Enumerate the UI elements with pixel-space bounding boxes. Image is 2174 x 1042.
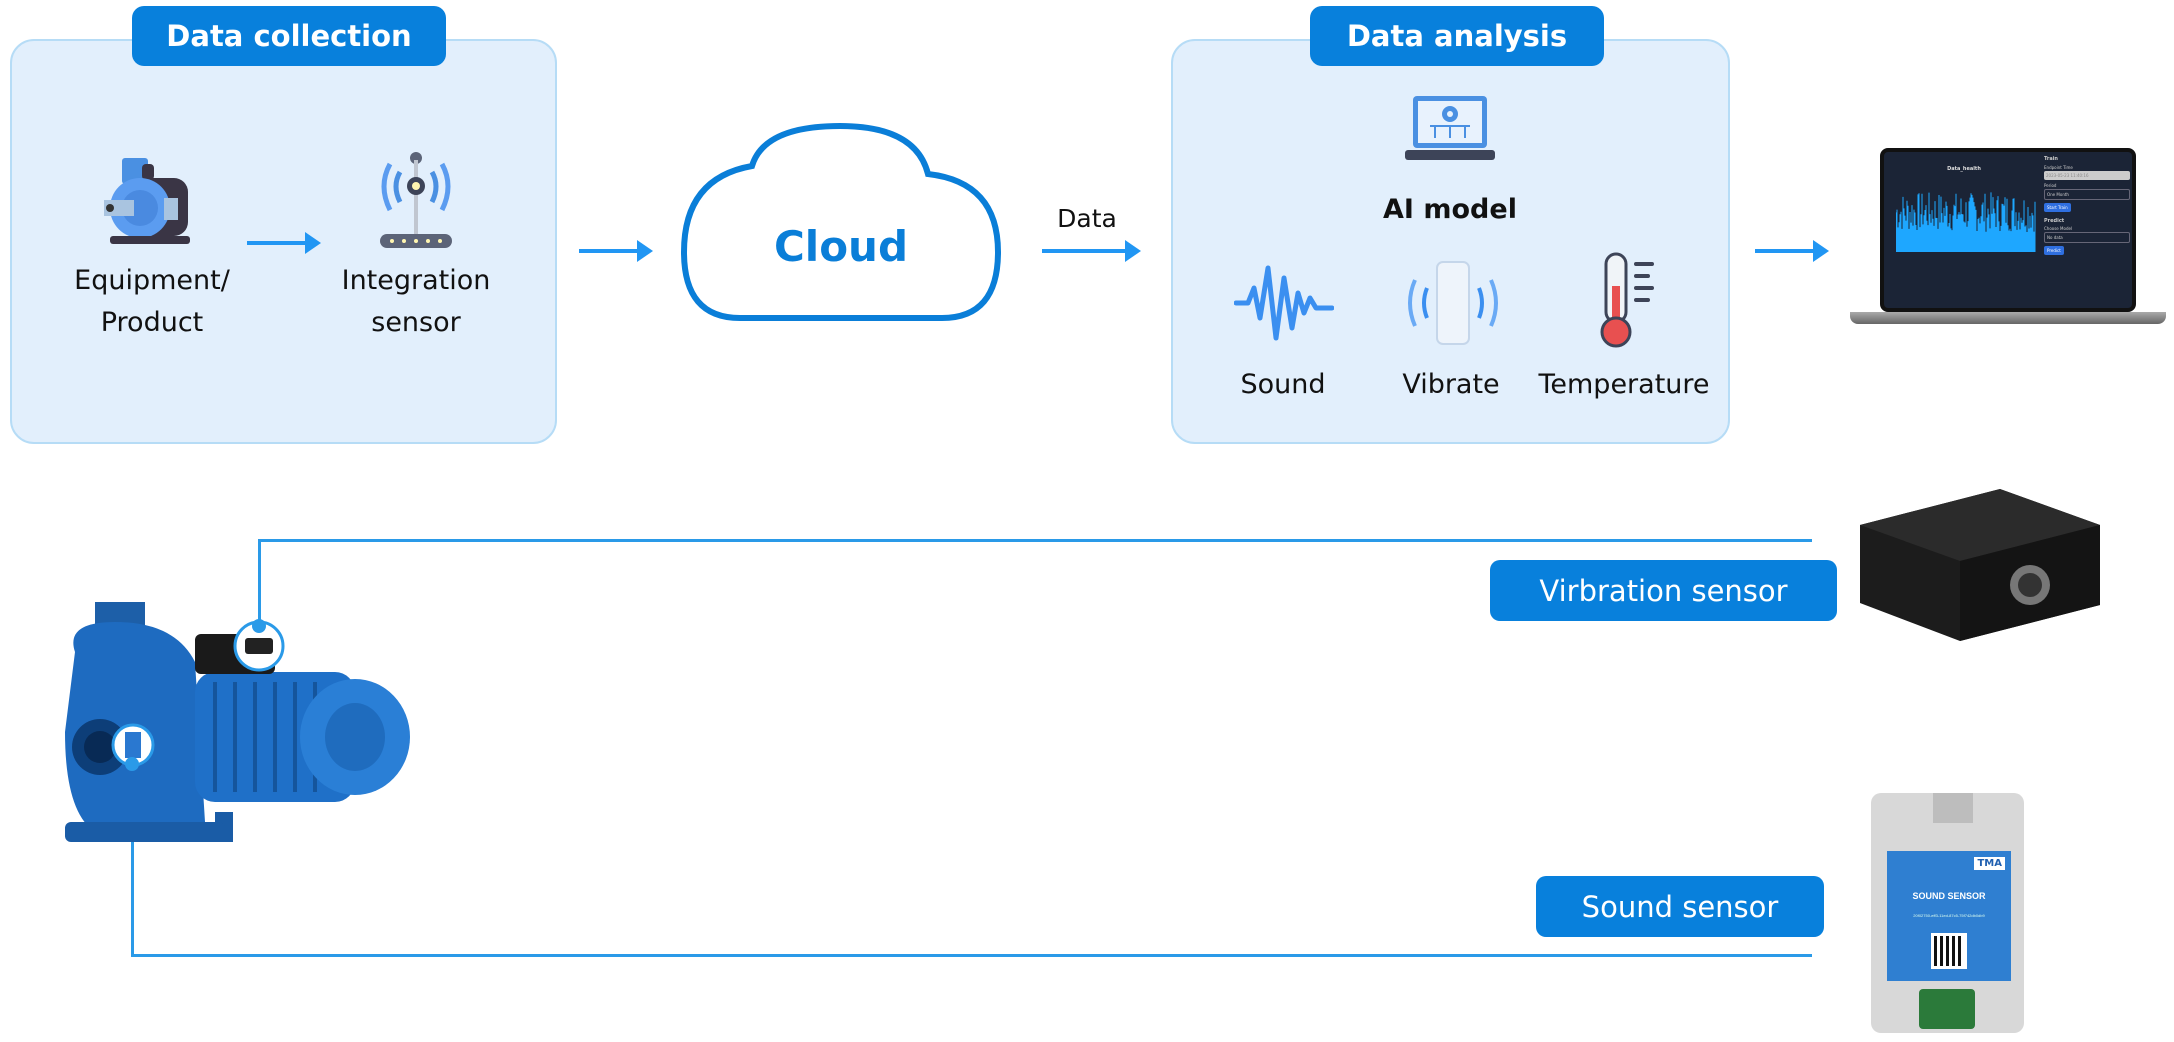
arrow-to-laptop: [1755, 240, 1829, 262]
vibrate-phone-icon: [1408, 261, 1498, 345]
equipment-label: Equipment/Product: [74, 265, 230, 338]
ai-model-laptop-icon: [1405, 96, 1495, 160]
cloud-label: Cloud: [773, 222, 909, 271]
sound-wave-icon: [1234, 265, 1334, 341]
vibration-connector-vertical: [258, 539, 261, 627]
vibration-sensor-device: [1860, 489, 2100, 641]
water-pump-image: [65, 602, 410, 842]
device-id: 20f02750-eff3-11ed-87c5-75f742db0db9: [1913, 913, 1985, 918]
device-title: SOUND SENSOR: [1912, 891, 1986, 901]
qr-code-icon: [1931, 933, 1967, 969]
sound-connector-horizontal: [131, 954, 1812, 957]
chart-title: Data_health: [1947, 166, 1981, 172]
choose-model-label: Choose Model: [2044, 226, 2073, 231]
predict-button[interactable]: Predict: [2044, 246, 2064, 255]
choose-model-select[interactable]: No data: [2044, 232, 2130, 243]
period-select[interactable]: One Month: [2044, 189, 2130, 200]
arrow-equipment-to-sensor: [247, 232, 321, 254]
sound-connector-vertical: [131, 741, 134, 957]
sound-label: Sound: [1240, 369, 1326, 400]
laptop-dashboard: Data_health Train Endpoint Time 2023-05-…: [1850, 146, 2166, 328]
motor-icon: [104, 158, 190, 244]
period-label: Period: [2044, 183, 2057, 188]
train-heading: Train: [2044, 156, 2058, 162]
sound-sensor-label: Sound sensor: [1536, 876, 1824, 937]
sound-sensor-device: TMA SOUND SENSOR 20f02750-eff3-11ed-87c5…: [1871, 793, 2024, 1033]
endpoint-time-field[interactable]: 2023-05-23 11:40:16: [2044, 171, 2130, 180]
device-brand-logo: TMA: [1974, 857, 2005, 870]
vibrate-label: Vibrate: [1402, 369, 1500, 400]
waveform-chart: [1896, 192, 2036, 252]
ai-model-label: AI model: [1383, 194, 1517, 225]
data-analysis-title: Data analysis: [1310, 6, 1604, 66]
arrow-to-cloud: [579, 240, 653, 262]
arrow-to-analysis: [1042, 240, 1141, 262]
endpoint-time-label: Endpoint Time: [2044, 165, 2073, 170]
antenna-sensor-icon: [380, 152, 452, 248]
thermometer-icon: [1600, 252, 1654, 348]
cloud-icon: [680, 122, 1002, 321]
data-collection-title: Data collection: [132, 6, 446, 66]
predict-heading: Predict: [2044, 218, 2065, 224]
temperature-label: Temperature: [1538, 369, 1710, 400]
data-flow-label: Data: [1057, 204, 1117, 233]
vibration-sensor-label: Virbration sensor: [1490, 560, 1837, 621]
vibration-connector-horizontal: [259, 539, 1812, 542]
start-train-button[interactable]: Start Train: [2044, 203, 2071, 212]
